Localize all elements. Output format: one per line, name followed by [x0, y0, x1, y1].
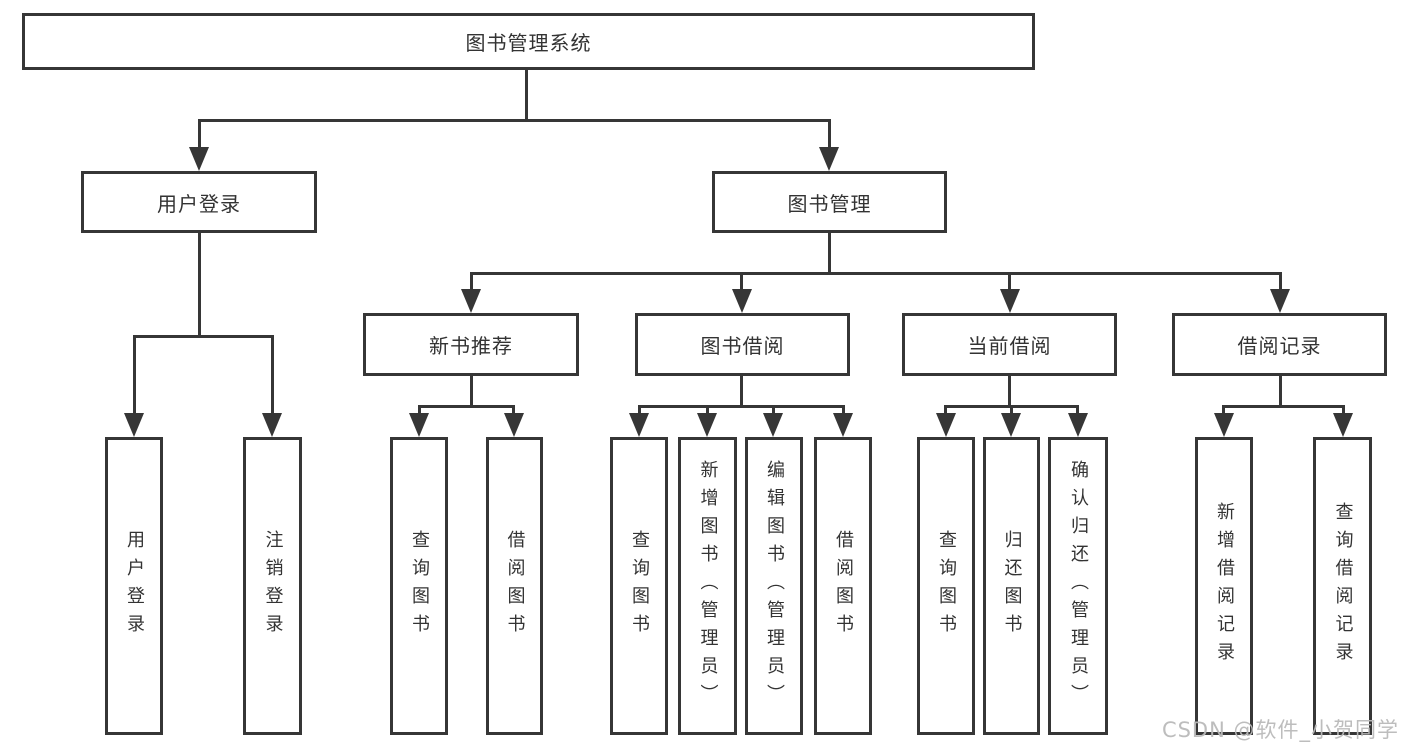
connector-borrow-record-rail: [1222, 405, 1344, 408]
leaf-logout-label: 注销登录: [262, 530, 284, 642]
connector-stub-new-book: [470, 272, 473, 294]
connector-stub-book-mgmt: [828, 119, 831, 153]
connector-user-login-rail: [133, 335, 274, 338]
leaf-query-books-current-label: 查询图书: [936, 530, 957, 642]
arrowhead-bb-borrow: [833, 413, 853, 437]
arrowhead-cb-query: [936, 413, 956, 437]
leaf-borrow-books: 借阅图书: [814, 437, 872, 735]
leaf-add-books-admin-label: 新增图书（管理员）: [697, 460, 719, 712]
connector-stub-user-login: [198, 119, 201, 153]
arrowhead-new-book: [461, 289, 481, 313]
arrowhead-user-login: [189, 147, 209, 171]
leaf-query-borrow-record: 查询借阅记录: [1313, 437, 1372, 735]
node-current-borrowing-label: 当前借阅: [967, 334, 1052, 358]
leaf-query-books-current: 查询图书: [917, 437, 975, 735]
connector-user-login-stem: [198, 233, 201, 337]
connector-stub-leaf-login: [133, 335, 136, 415]
arrowhead-bb-edit: [763, 413, 783, 437]
arrowhead-nb-borrow: [504, 413, 524, 437]
connector-stub-book-borrow: [740, 272, 743, 294]
node-user-login-label: 用户登录: [157, 191, 241, 216]
leaf-borrow-books-label: 借阅图书: [833, 530, 854, 642]
arrowhead-bb-query: [629, 413, 649, 437]
leaf-user-login-label: 用户登录: [124, 530, 145, 642]
connector-level3-rail: [470, 272, 1282, 275]
connector-new-book-rail: [418, 405, 515, 408]
leaf-edit-books-admin-label: 编辑图书（管理员）: [764, 460, 785, 712]
connector-stub-borrow-record: [1279, 272, 1282, 294]
node-new-book-recommend: 新书推荐: [363, 313, 579, 376]
leaf-query-books-borrowing: 查询图书: [610, 437, 668, 735]
leaf-edit-books-admin: 编辑图书（管理员）: [745, 437, 803, 735]
leaf-logout: 注销登录: [243, 437, 302, 735]
node-book-management-label: 图书管理: [787, 191, 872, 216]
connector-stub-leaf-logout: [271, 335, 274, 415]
leaf-query-books-borrowing-label: 查询图书: [629, 530, 650, 642]
arrowhead-borrow-record: [1270, 289, 1290, 313]
arrowhead-br-add: [1214, 413, 1234, 437]
node-user-login: 用户登录: [81, 171, 317, 233]
connector-level2-rail: [198, 119, 830, 122]
connector-root-stem: [525, 70, 528, 121]
node-book-borrowing: 图书借阅: [635, 313, 850, 376]
leaf-add-books-admin: 新增图书（管理员）: [678, 437, 737, 735]
leaf-confirm-return-admin: 确认归还（管理员）: [1048, 437, 1108, 735]
leaf-query-books-recommend: 查询图书: [390, 437, 448, 735]
connector-new-book-stem: [470, 376, 473, 407]
connector-book-borrow-rail: [638, 405, 844, 408]
leaf-borrow-books-recommend: 借阅图书: [486, 437, 543, 735]
leaf-confirm-return-admin-label: 确认归还（管理员）: [1068, 460, 1089, 712]
arrowhead-nb-query: [409, 413, 429, 437]
node-book-borrowing-label: 图书借阅: [700, 334, 785, 358]
leaf-user-login: 用户登录: [105, 437, 163, 735]
watermark-text: CSDN @软件_小贺同学: [1161, 718, 1399, 742]
arrowhead-current-borrow: [1000, 289, 1020, 313]
leaf-borrow-books-recommend-label: 借阅图书: [504, 530, 526, 642]
leaf-query-borrow-record-label: 查询借阅记录: [1332, 502, 1354, 670]
arrowhead-book-mgmt: [819, 147, 839, 171]
arrowhead-cb-confirm: [1068, 413, 1088, 437]
arrowhead-br-query: [1333, 413, 1353, 437]
arrowhead-cb-return: [1001, 413, 1021, 437]
node-root: 图书管理系统: [22, 13, 1035, 70]
arrowhead-bb-add: [697, 413, 717, 437]
arrowhead-leaf-login: [124, 413, 144, 437]
connector-stub-current-borrow: [1008, 272, 1011, 294]
arrowhead-leaf-logout: [262, 413, 282, 437]
leaf-add-borrow-record-label: 新增借阅记录: [1214, 502, 1235, 670]
leaf-return-books: 归还图书: [983, 437, 1040, 735]
connector-borrow-record-stem: [1279, 376, 1282, 407]
leaf-return-books-label: 归还图书: [1001, 530, 1023, 642]
connector-current-borrow-stem: [1008, 376, 1011, 407]
node-borrowing-records-label: 借阅记录: [1237, 334, 1322, 358]
arrowhead-book-borrow: [732, 289, 752, 313]
node-book-management: 图书管理: [712, 171, 947, 233]
node-root-label: 图书管理系统: [465, 31, 592, 55]
connector-book-borrow-stem: [740, 376, 743, 407]
connector-book-mgmt-stem: [828, 233, 831, 274]
node-new-book-recommend-label: 新书推荐: [429, 334, 513, 358]
node-current-borrowing: 当前借阅: [902, 313, 1117, 376]
node-borrowing-records: 借阅记录: [1172, 313, 1387, 376]
leaf-add-borrow-record: 新增借阅记录: [1195, 437, 1253, 735]
leaf-query-books-recommend-label: 查询图书: [409, 530, 430, 642]
